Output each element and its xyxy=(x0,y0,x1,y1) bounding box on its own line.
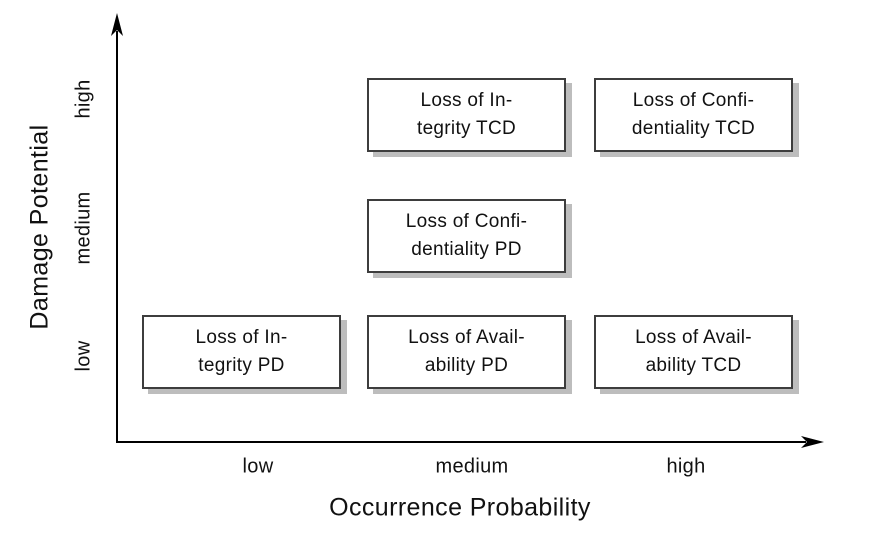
node-loss-of-availability-tcd: Loss of Avail- ability TCD xyxy=(594,315,793,389)
node-loss-of-confidentiality-pd: Loss of Confi- dentiality PD xyxy=(367,199,566,273)
node-text-line: ability PD xyxy=(424,355,509,376)
node-loss-of-integrity-tcd: Loss of In- tegrity TCD xyxy=(367,78,566,152)
node-text-line: dentiality TCD xyxy=(631,118,756,139)
node-text-line: ability TCD xyxy=(645,355,742,376)
x-tick-high: high xyxy=(666,455,706,478)
y-tick-low: low xyxy=(72,340,95,372)
x-tick-medium: medium xyxy=(435,455,509,478)
node-text-line: tegrity PD xyxy=(198,355,285,376)
node-loss-of-integrity-pd: Loss of In- tegrity PD xyxy=(142,315,341,389)
x-tick-low: low xyxy=(242,455,274,478)
x-axis-arrowhead-icon xyxy=(801,436,824,448)
node-text-line: Loss of Avail- xyxy=(408,327,525,348)
node-text-line: Loss of In- xyxy=(420,90,513,111)
x-axis-label: Occurrence Probability xyxy=(329,493,591,522)
y-tick-medium: medium xyxy=(72,191,95,265)
node-loss-of-confidentiality-tcd: Loss of Confi- dentiality TCD xyxy=(594,78,793,152)
node-text-line: Loss of In- xyxy=(195,327,288,348)
node-text-line: Loss of Confi- xyxy=(405,211,528,232)
node-text-line: Loss of Confi- xyxy=(632,90,755,111)
y-tick-high: high xyxy=(72,79,95,119)
node-text-line: tegrity TCD xyxy=(416,118,517,139)
node-text-line: Loss of Avail- xyxy=(635,327,752,348)
y-axis-arrowhead-icon xyxy=(111,13,123,36)
y-axis-label: Damage Potential xyxy=(25,124,54,330)
node-text-line: dentiality PD xyxy=(411,239,522,260)
node-loss-of-availability-pd: Loss of Avail- ability PD xyxy=(367,315,566,389)
